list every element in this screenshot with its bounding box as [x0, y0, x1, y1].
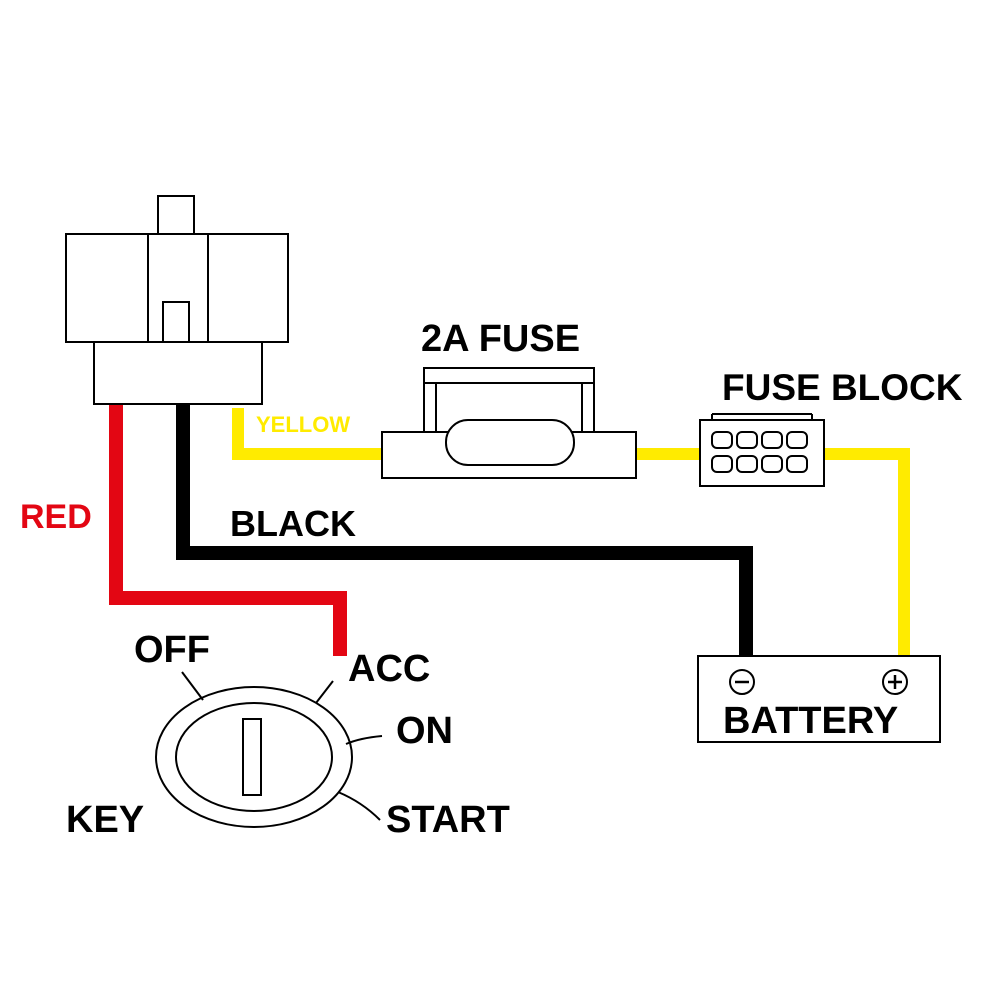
battery	[697, 655, 941, 743]
yellow-wire-block-to-battery	[824, 448, 910, 656]
red-wire-label: RED	[20, 498, 92, 536]
key-label: KEY	[66, 799, 144, 841]
device	[65, 195, 289, 405]
red-wire	[109, 404, 347, 656]
fuse	[381, 367, 637, 479]
yellow-wire-label: YELLOW	[256, 412, 350, 437]
battery-label: BATTERY	[723, 700, 898, 742]
fuse-label: 2A FUSE	[421, 318, 580, 360]
key-slot	[242, 718, 262, 796]
fuse-block-label: FUSE BLOCK	[722, 367, 963, 408]
position-on-label: ON	[396, 710, 453, 752]
key-position-lines	[181, 671, 383, 821]
position-off-label: OFF	[134, 629, 210, 671]
key-switch	[155, 686, 353, 828]
yellow-wire-device-to-fuse	[232, 408, 382, 460]
black-wire	[176, 404, 753, 656]
position-acc-label: ACC	[348, 648, 430, 690]
position-start-label: START	[386, 799, 510, 841]
black-wire-label: BLACK	[230, 503, 356, 544]
fuse-block	[699, 413, 825, 487]
